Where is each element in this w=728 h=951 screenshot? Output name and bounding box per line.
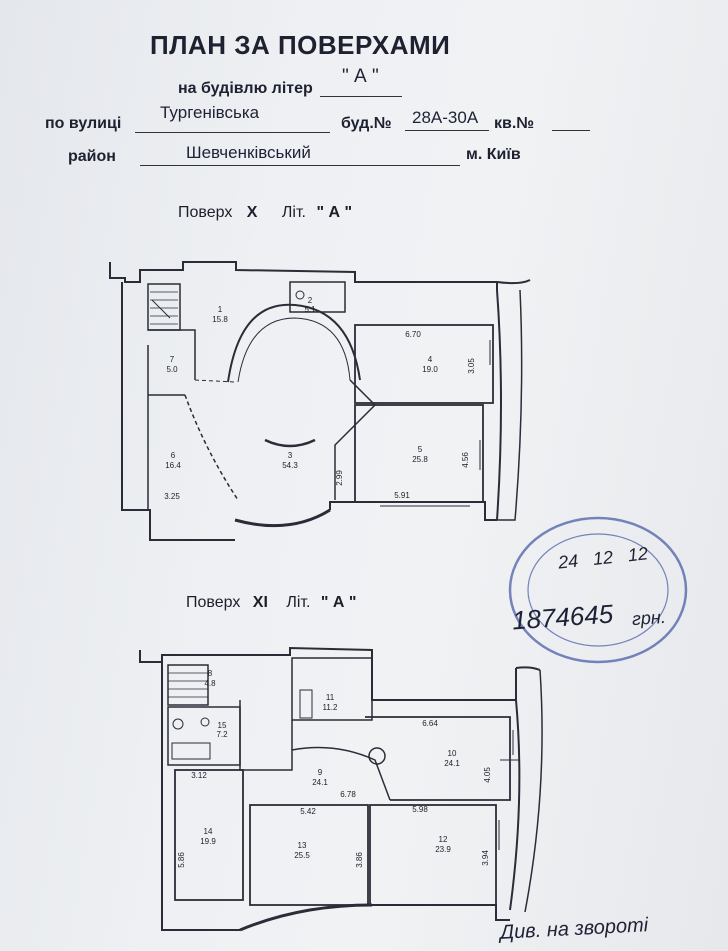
room-14-area: 19.9 (200, 837, 216, 846)
room-13-number: 13 (298, 841, 307, 850)
dim-5-86: 5.86 (177, 852, 186, 868)
floor-xi-prefix: Поверх (186, 594, 241, 611)
room-8-area: 4.8 (204, 679, 216, 688)
street-label: по вулиці (45, 115, 122, 132)
dim-5-42: 5.42 (300, 807, 316, 816)
district-underline (140, 165, 460, 166)
dim-3-25: 3.25 (164, 492, 180, 501)
floor-xi-lit-label: Літ. (286, 594, 311, 611)
dim-3-05: 3.05 (467, 358, 476, 374)
dim-4-05: 4.05 (483, 767, 492, 783)
room-1-area: 15.8 (212, 315, 228, 324)
dim-4-56: 4.56 (461, 452, 470, 468)
room-4-area: 19.0 (422, 365, 438, 374)
room-11-area: 11.2 (323, 703, 339, 712)
room-7-area: 5.0 (166, 365, 178, 374)
house-value: 28А-30А (412, 108, 479, 127)
floor-x-number: X (246, 204, 258, 221)
room-11-number: 11 (326, 693, 335, 702)
building-label: на будівлю літер (178, 80, 313, 97)
building-underline (320, 96, 402, 97)
room-10-area: 24.1 (444, 759, 460, 768)
house-underline (405, 130, 489, 131)
room-9-number: 9 (318, 768, 323, 777)
room-8-number: 8 (208, 669, 213, 678)
dim-6-64: 6.64 (422, 719, 438, 728)
room-15-number: 15 (218, 721, 227, 730)
dim-5-98: 5.98 (412, 805, 428, 814)
dim-5-91: 5.91 (394, 491, 410, 500)
apartment-label: кв.№ (494, 115, 535, 132)
floor-x-title: Поверх X Літ. " А " (178, 204, 352, 222)
floor-xi-lit-value: " А " (320, 594, 357, 611)
dim-2-99: 2.99 (335, 470, 344, 486)
floor-x-lit-label: Літ. (281, 204, 306, 221)
floor-xi-number: XI (252, 594, 268, 611)
dim-6-70: 6.70 (405, 330, 421, 339)
room-4-number: 4 (428, 355, 433, 364)
building-value: " А " (342, 66, 379, 87)
room-14-number: 14 (204, 827, 213, 836)
dim-3-94: 3.94 (481, 850, 490, 866)
room-13-area: 25.5 (294, 851, 310, 860)
room-9-area: 24.1 (312, 778, 328, 787)
room-7-number: 7 (170, 355, 175, 364)
room-12-number: 12 (439, 835, 448, 844)
floor-xi-title: Поверх XI Літ. " А " (186, 594, 357, 612)
room-3-area: 54.3 (282, 461, 298, 470)
room-6-area: 16.4 (165, 461, 181, 470)
floor-x-lit-value: " А " (316, 204, 353, 221)
room-5-area: 25.8 (412, 455, 428, 464)
apartment-underline (552, 130, 590, 131)
room-1-number: 1 (218, 305, 223, 314)
room-2-number: 2 (308, 296, 313, 305)
room-5-number: 5 (418, 445, 423, 454)
dim-6-78: 6.78 (340, 790, 356, 799)
city-label: м. Київ (466, 146, 521, 163)
room-6-number: 6 (171, 451, 176, 460)
room-15-area: 7.2 (216, 730, 228, 739)
district-label: район (68, 148, 116, 165)
room-12-area: 23.9 (435, 845, 451, 854)
house-label: буд.№ (341, 115, 392, 132)
room-10-number: 10 (448, 749, 457, 758)
dim-3-86: 3.86 (355, 852, 364, 868)
street-value: Тургенівська (160, 103, 260, 122)
room-2-area: 5.1 (304, 305, 316, 314)
dim-3-12: 3.12 (191, 771, 207, 780)
document-title: ПЛАН ЗА ПОВЕРХАМИ (150, 30, 451, 60)
street-underline (135, 132, 330, 133)
room-3-number: 3 (288, 451, 293, 460)
district-value: Шевченківський (186, 143, 311, 162)
floor-x-prefix: Поверх (178, 204, 233, 221)
